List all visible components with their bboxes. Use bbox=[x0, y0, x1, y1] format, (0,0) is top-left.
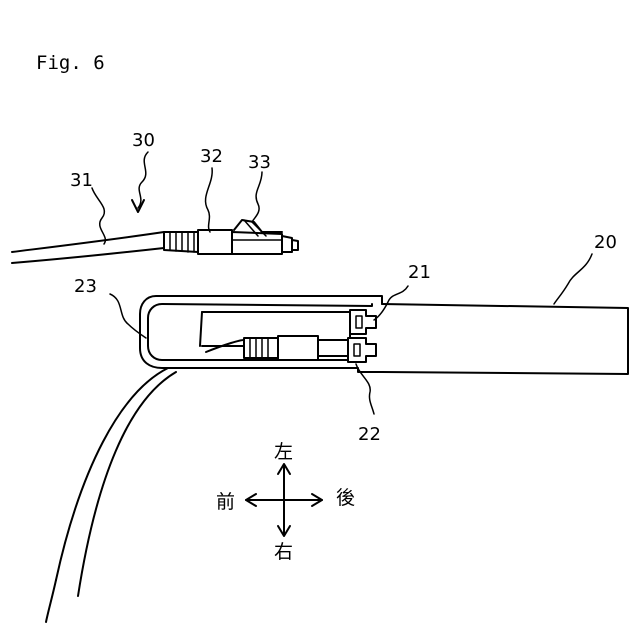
leader-20 bbox=[554, 254, 592, 304]
label-20: 20 bbox=[594, 232, 617, 253]
leader-21 bbox=[374, 286, 408, 320]
label-33: 33 bbox=[248, 152, 271, 173]
label-31: 31 bbox=[70, 170, 93, 191]
inserted-connector bbox=[206, 336, 348, 360]
optical-cable-assembly bbox=[12, 220, 298, 263]
cable-31-lower-edge bbox=[12, 248, 164, 263]
leader-32 bbox=[206, 168, 213, 232]
receptacle-21 bbox=[350, 310, 376, 334]
exit-cable bbox=[46, 368, 176, 622]
label-30: 30 bbox=[132, 130, 155, 151]
direction-left-label: 前 bbox=[216, 491, 235, 513]
receptacle-22 bbox=[348, 338, 376, 362]
label-23: 23 bbox=[74, 276, 97, 297]
direction-right-label: 後 bbox=[336, 487, 355, 509]
plug-33 bbox=[232, 220, 298, 254]
leader-31 bbox=[92, 188, 105, 244]
label-21: 21 bbox=[408, 262, 431, 283]
leader-30 bbox=[132, 152, 148, 212]
direction-up-label: 左 bbox=[274, 441, 293, 463]
label-22: 22 bbox=[358, 424, 381, 445]
connector-boot-32 bbox=[164, 230, 232, 254]
leader-33 bbox=[252, 172, 262, 222]
cable-31 bbox=[12, 232, 164, 252]
direction-indicator: 左 右 前 後 bbox=[216, 441, 355, 563]
direction-down-label: 右 bbox=[274, 541, 293, 563]
label-32: 32 bbox=[200, 146, 223, 167]
